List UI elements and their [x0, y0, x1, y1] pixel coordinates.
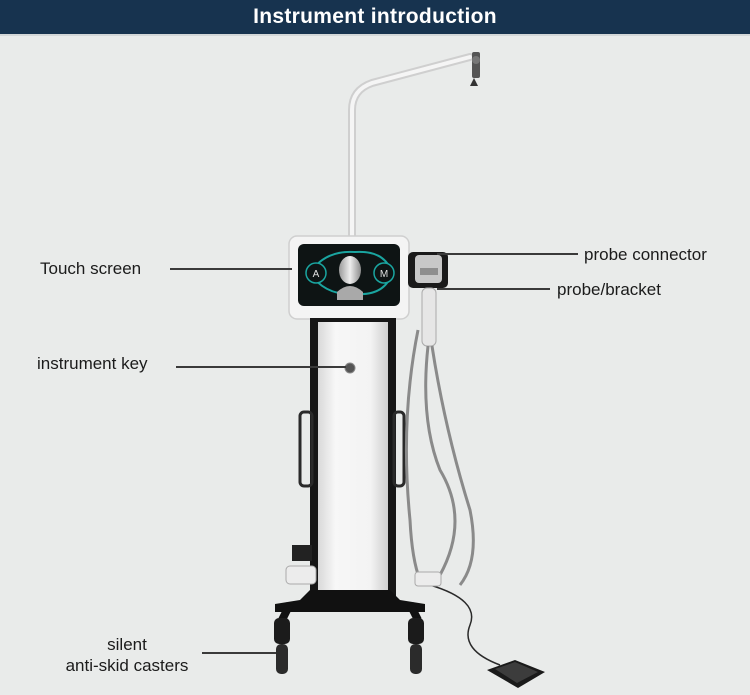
- cable-hanger-arm: [348, 52, 480, 242]
- touch-screen-panel: A M: [288, 235, 410, 320]
- leader-instrument-key: [176, 366, 346, 368]
- foot-pedal: [487, 660, 545, 688]
- probe-cables: [404, 329, 475, 586]
- label-instrument-key: instrument key: [37, 354, 148, 373]
- leader-touch-screen: [170, 268, 292, 270]
- page-title: Instrument introduction: [253, 5, 497, 28]
- label-probe-connector: probe connector: [584, 245, 707, 264]
- screen-mode-a: A: [313, 269, 320, 280]
- page-title-bar: Instrument introduction: [0, 0, 750, 34]
- device-base: [275, 545, 442, 622]
- label-probe-bracket: probe/bracket: [557, 280, 661, 299]
- label-casters-line1: silent: [107, 635, 147, 654]
- label-casters-line2: anti-skid casters: [65, 656, 189, 675]
- device-body: [298, 318, 406, 610]
- instrument-key-button[interactable]: [344, 362, 356, 374]
- leader-probe-bracket: [437, 288, 550, 290]
- caster-wheels: [274, 618, 424, 674]
- leader-casters: [202, 652, 276, 654]
- probe-bracket: [408, 252, 448, 347]
- leader-probe-connector: [437, 253, 578, 255]
- label-casters: silent anti-skid casters: [52, 634, 202, 676]
- title-divider: [0, 34, 750, 36]
- screen-mode-m: M: [380, 269, 388, 280]
- label-touch-screen: Touch screen: [40, 259, 142, 278]
